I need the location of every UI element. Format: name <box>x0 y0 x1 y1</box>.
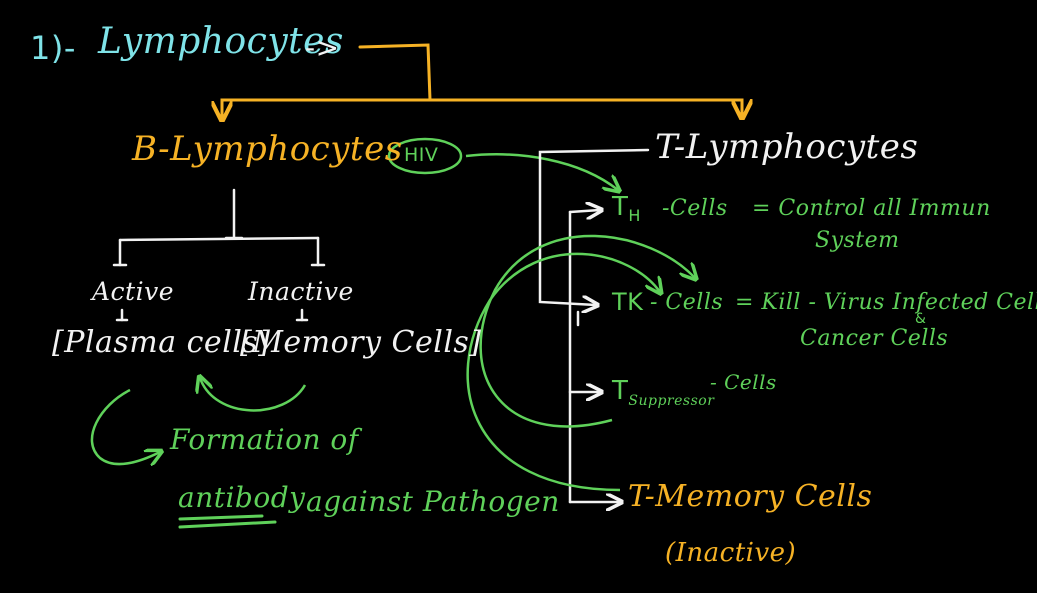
ts-sub: Suppressor <box>628 393 715 410</box>
tk-cells-suffix: - Cells <box>650 290 724 315</box>
b-lymphocyte-connector <box>112 188 326 322</box>
lymphocyte-split-connector <box>222 43 742 118</box>
th-main: T <box>612 192 629 222</box>
tk-description: = Kill - Virus Infected Cell <box>735 290 1037 315</box>
memory-arc-arrow <box>466 252 660 492</box>
t-lymphocyte-connector <box>538 148 650 502</box>
b-lymphocytes-title: B-Lymphocytes <box>132 129 403 169</box>
active-label: Active <box>92 277 175 306</box>
hiv-label: HIV <box>404 144 439 166</box>
ts-cells-name: TSuppressor <box>612 378 714 408</box>
hiv-to-th-arrow <box>465 153 618 190</box>
th-cells-name: TH <box>612 194 641 224</box>
ts-main: T <box>612 376 629 406</box>
t-memory-note: (Inactive) <box>665 538 797 568</box>
th-description-line2: System <box>815 228 900 253</box>
heading-arrow: -> <box>305 31 340 64</box>
inactive-label: Inactive <box>248 277 354 306</box>
memory-cells-label: [Memory Cells] <box>240 325 482 360</box>
plasma-to-antibody-arrow <box>90 388 160 464</box>
hiv-oval <box>387 137 463 175</box>
tk-ampersand: & <box>915 311 927 327</box>
antibody-underline <box>178 514 277 529</box>
th-cells-suffix: -Cells <box>662 196 728 221</box>
memory-to-plasma-arrow <box>200 378 307 412</box>
tk-description-line2: Cancer Cells <box>800 326 949 351</box>
ts-cells-suffix: - Cells <box>710 370 777 394</box>
heading-number: 1)- <box>30 29 76 67</box>
suppressor-arc-arrow <box>479 234 695 428</box>
antibody-text: antibody <box>178 481 306 514</box>
formation-of-text: Formation of <box>170 423 359 456</box>
plasma-cells-label: [Plasma cells] <box>52 325 271 360</box>
th-description: = Control all Immun <box>752 196 991 221</box>
t-memory-cells-label: T-Memory Cells <box>628 479 873 514</box>
th-sub: H <box>628 206 641 226</box>
heading-title: Lymphocytes <box>98 21 344 62</box>
against-pathogen-text: against Pathogen <box>306 485 560 518</box>
tk-cells-name: TK <box>612 288 644 316</box>
t-lymphocytes-title: T-Lymphocytes <box>655 127 919 167</box>
